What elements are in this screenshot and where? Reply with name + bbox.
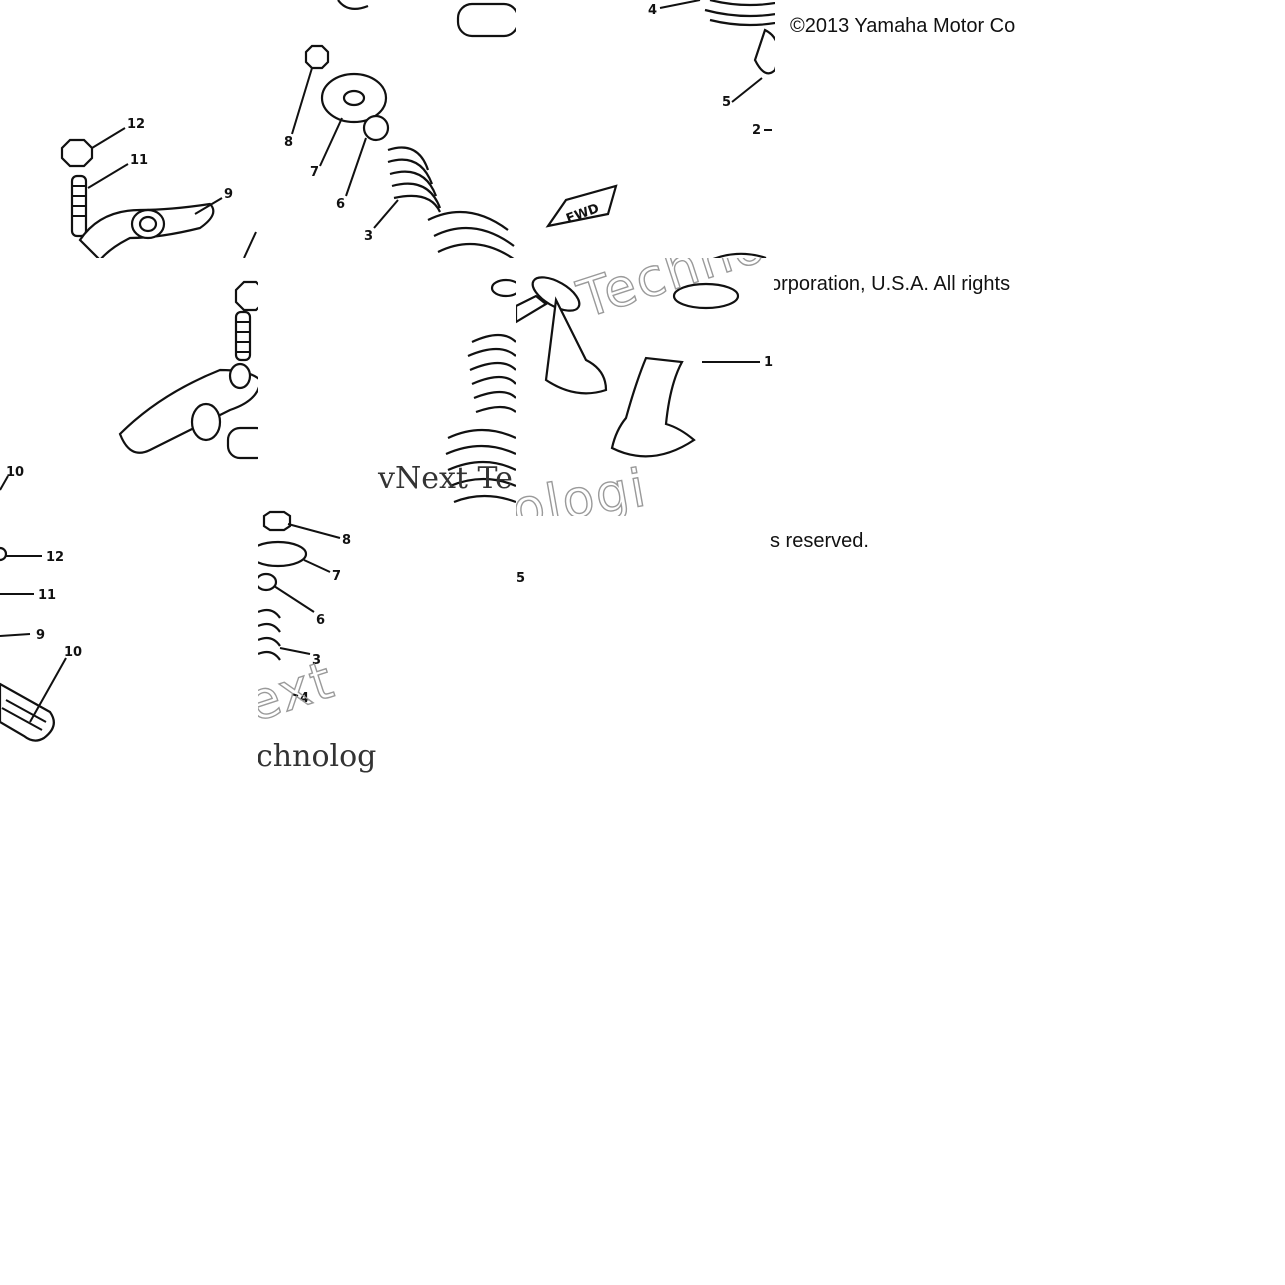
callout-3-bottom: 3 xyxy=(312,653,321,668)
callout-5: 5 xyxy=(722,95,731,110)
copyright-line-2: orporation, U.S.A. All rights xyxy=(770,273,1011,295)
callout-8: 8 xyxy=(284,135,293,150)
callout-11: 11 xyxy=(130,153,148,168)
callout-11-bottom: 11 xyxy=(38,588,56,603)
callout-7-bottom: 7 xyxy=(332,569,341,584)
diagram-tile-valves: 1 Techno ologi xyxy=(516,258,774,516)
callout-9: 9 xyxy=(224,187,233,202)
callout-6: 6 xyxy=(336,197,345,212)
watermark-text-b: vNext Te xyxy=(377,461,513,496)
diagram-tile-fwd-arrow: FWD xyxy=(516,140,774,258)
callout-4: 4 xyxy=(648,3,657,18)
callout-3: 3 xyxy=(364,229,373,244)
diagram-tile-valve-spring-top: 4 5 2 xyxy=(640,0,775,140)
callout-8-bottom: 8 xyxy=(342,533,351,548)
watermark-text-d: ext xyxy=(258,650,342,734)
copyright-line-1: ©2013 Yamaha Motor Co xyxy=(790,15,1016,37)
watermark-text-e: chnolog xyxy=(258,739,376,774)
callout-12: 12 xyxy=(127,117,145,132)
copyright-line-3: s reserved. xyxy=(770,530,869,552)
callout-10-bottom: 10 xyxy=(64,645,82,660)
callout-12-bottom: 12 xyxy=(46,550,64,565)
callout-4-bottom: 4 xyxy=(300,691,309,706)
diagram-tile-rocker-arm-top: 12 11 9 xyxy=(0,0,258,258)
callout-5-center: 5 xyxy=(516,571,525,586)
callout-6-bottom: 6 xyxy=(316,613,325,628)
diagram-tile-spring-stack-bottom: 8 7 6 3 4 ext chnolog xyxy=(258,500,378,774)
callout-7: 7 xyxy=(310,165,319,180)
callout-1: 1 xyxy=(764,355,773,370)
watermark-text-a: Techno xyxy=(571,258,774,331)
callout-10-top: 10 xyxy=(6,465,24,480)
diagram-tile-rocker-shaft: 10 12 11 9 10 xyxy=(0,462,258,774)
diagram-tile-valve-retainer: 8 7 6 3 xyxy=(258,0,516,258)
watermark-text-c: ologi xyxy=(516,458,652,516)
callout-2: 2 xyxy=(752,123,761,138)
diagram-tile-valve-springs-middle: vNext Te xyxy=(258,258,516,516)
callout-9-bottom: 9 xyxy=(36,628,45,643)
